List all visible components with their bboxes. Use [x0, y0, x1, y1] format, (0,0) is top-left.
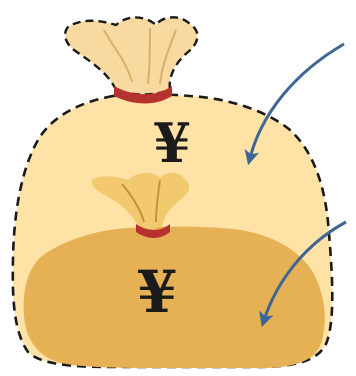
outer-yen-symbol: ¥ — [153, 111, 191, 175]
inner-yen-symbol: ¥ — [137, 258, 177, 326]
outer-bag-neck — [65, 17, 197, 94]
